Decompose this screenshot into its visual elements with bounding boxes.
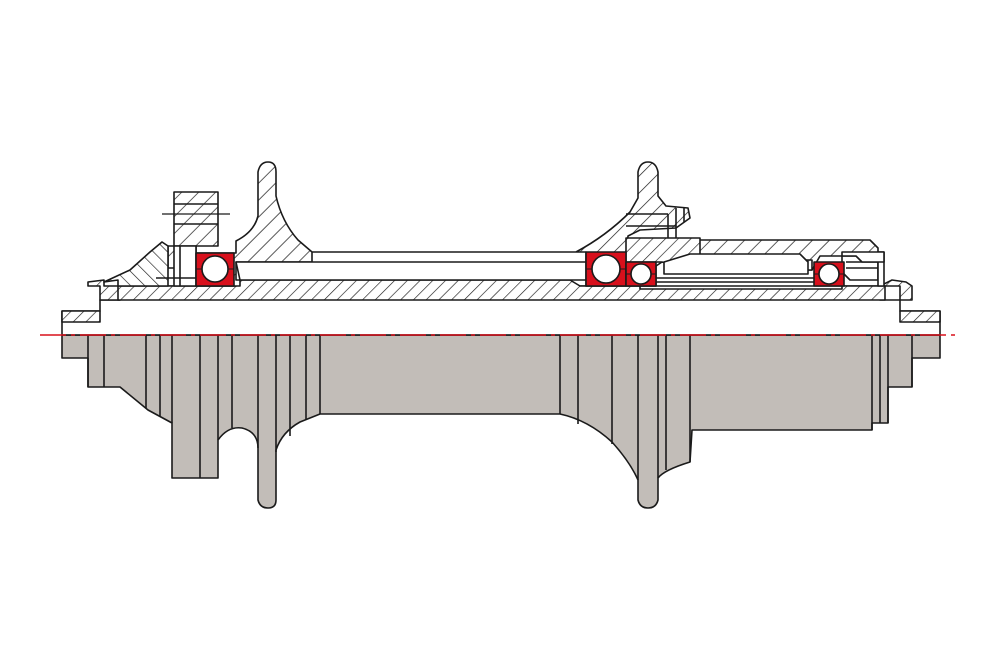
right-locknut [879,279,913,301]
left-disc-mount [173,191,219,247]
hub-section-view [61,161,941,336]
left-dust-cap [103,241,169,287]
right-bearing [813,261,845,287]
right-end-cap [899,310,941,323]
left-locknut [87,279,121,301]
mid-bearing-1-ball [591,254,621,284]
hub-body-silhouette [61,334,941,509]
freehub-pawl-slot [663,253,809,275]
left-disc-mount-details [156,203,230,287]
hub-exterior-view [61,334,941,509]
freehub-end-lip [841,251,885,263]
mid-bearing-2 [625,261,657,287]
left-bearing-ball [201,255,229,283]
right-bearing-ball [818,263,840,285]
left-end-cap [61,310,101,323]
mid-bearing-1 [585,251,627,287]
hub-bore [235,261,587,281]
exterior-profile-lines [87,335,913,480]
left-bearing [195,252,235,287]
mid-bearing-2-ball [630,263,652,285]
